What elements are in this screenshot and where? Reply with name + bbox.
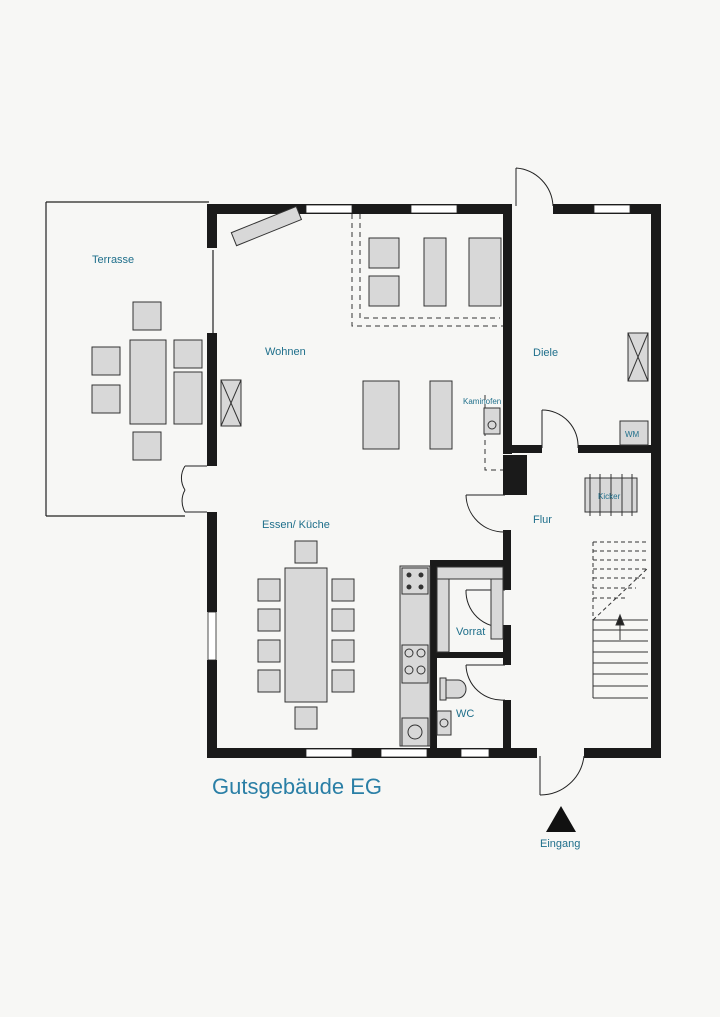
- label-wc: WC: [456, 708, 474, 720]
- entrance-label: Eingang: [540, 838, 581, 850]
- dining-furniture: [257, 540, 355, 730]
- label-wm: WM: [625, 430, 640, 439]
- windows: [207, 204, 631, 758]
- wc-fixtures: [436, 677, 467, 736]
- hall-furniture: [619, 332, 649, 446]
- label-wohnen: Wohnen: [265, 346, 306, 358]
- label-kicker: Kicker: [598, 492, 621, 501]
- interior-walls: [430, 214, 651, 750]
- staircase: [592, 541, 649, 699]
- terrace-outline: [45, 201, 214, 517]
- label-kaminofen: Kaminofen: [463, 397, 501, 406]
- label-flur: Flur: [533, 514, 552, 526]
- label-vorrat: Vorrat: [456, 626, 485, 638]
- dashed-outlines: [351, 214, 503, 471]
- kitchen-counter: [399, 565, 431, 747]
- living-room-furniture: [220, 205, 502, 450]
- plan-title: Gutsgebäude EG: [212, 774, 383, 799]
- terrace-furniture: [91, 301, 203, 461]
- label-essen-kueche: Essen/ Küche: [262, 519, 330, 531]
- label-terrasse: Terrasse: [92, 254, 134, 266]
- kicker-table: [584, 474, 638, 516]
- pantry-shelves: [436, 566, 504, 653]
- label-diele: Diele: [533, 347, 558, 359]
- entrance-arrow-icon: [546, 806, 576, 832]
